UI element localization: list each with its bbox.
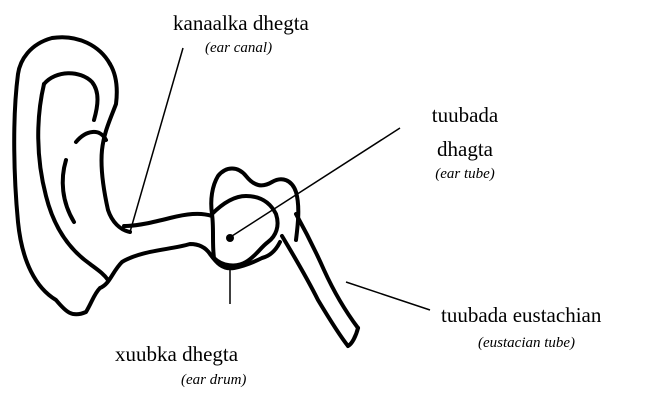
eustachian-tube-end xyxy=(348,328,358,346)
helix-inner-rim xyxy=(101,64,130,232)
tragus xyxy=(76,132,106,142)
concha-fold xyxy=(63,160,74,222)
ear-drum-label: xuubka dhegta xyxy=(115,343,238,366)
outer-ear-outline xyxy=(14,37,280,314)
ear-canal-lower-wall xyxy=(124,214,212,226)
leader-line-ear-canal xyxy=(130,48,183,232)
ear-canal-label: kanaalka dhegta xyxy=(173,12,309,35)
leader-line-eustachian-tube xyxy=(346,282,430,310)
leader-line-ear-tube xyxy=(232,128,400,236)
ear-tube-english: (ear tube) xyxy=(412,166,518,183)
ear-canal-english: (ear canal) xyxy=(205,40,272,57)
eustachian-tube-label: tuubada eustachian xyxy=(441,304,601,327)
eustachian-tube-english: (eustacian tube) xyxy=(478,335,575,352)
ear-tube-label-line1: tuubada xyxy=(412,104,518,127)
ear-tube-label-line2: dhagta xyxy=(412,138,518,161)
antihelix-top xyxy=(44,73,98,120)
ear-drum-english: (ear drum) xyxy=(181,372,246,389)
eustachian-tube-outer xyxy=(296,214,358,328)
